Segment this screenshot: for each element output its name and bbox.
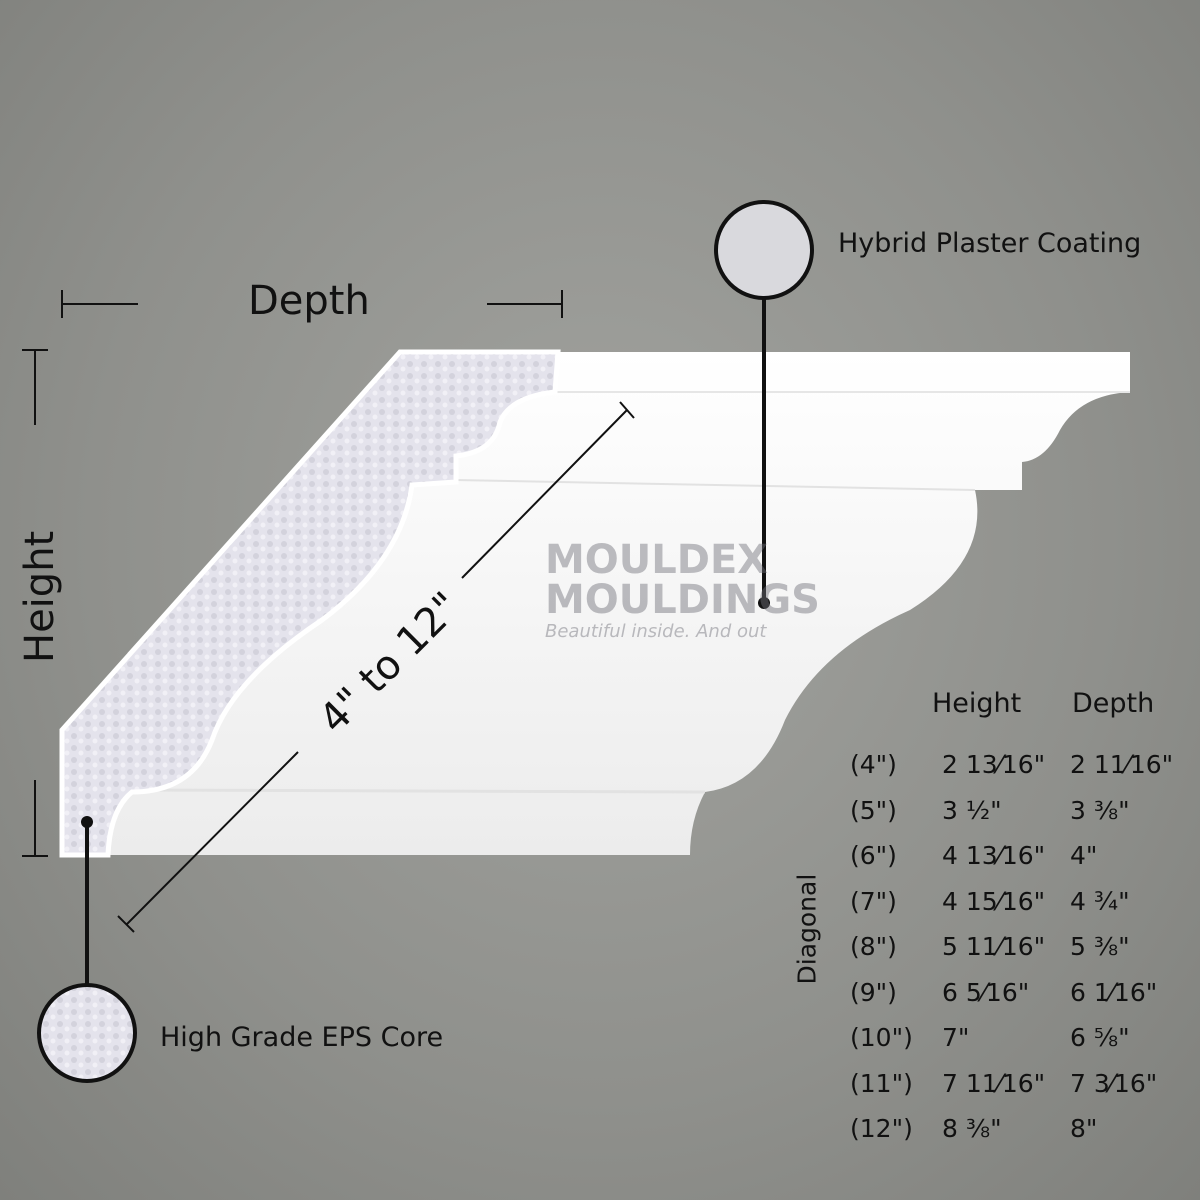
cell-height: 5 11⁄16" <box>942 932 1046 961</box>
depth-label: Depth <box>248 278 370 324</box>
table-row: (11") 7 11⁄16" 7 3⁄16" <box>850 1064 1170 1104</box>
cell-diagonal: (12") <box>850 1114 913 1143</box>
diagonal-axis-label: Diagonal <box>792 873 822 985</box>
table-row: (7") 4 15⁄16" 4 ¾" <box>850 882 1170 922</box>
cell-diagonal: (8") <box>850 932 897 961</box>
watermark-line2: MOULDINGS <box>545 577 820 623</box>
table-row: (5") 3 ½" 3 ⅜" <box>850 791 1170 831</box>
table-row: (12") 8 ⅜" 8" <box>850 1109 1170 1149</box>
cell-depth: 3 ⅜" <box>1070 795 1130 825</box>
table-row: (9") 6 5⁄16" 6 1⁄16" <box>850 973 1170 1013</box>
coating-label: Hybrid Plaster Coating <box>838 228 1142 259</box>
cell-depth: 4" <box>1070 841 1098 870</box>
depth-dimension-line <box>61 290 563 318</box>
watermark-logo: MOULDEX MOULDINGS Beautiful inside. And … <box>545 540 820 644</box>
table-row: (8") 5 11⁄16" 5 ⅜" <box>850 927 1170 967</box>
cell-depth: 6 ⅝" <box>1070 1023 1130 1052</box>
cell-diagonal: (11") <box>850 1068 913 1098</box>
diagonal-dimension-line <box>117 401 635 933</box>
cell-height: 7" <box>942 1023 970 1052</box>
cell-depth: 6 1⁄16" <box>1070 977 1158 1007</box>
table-row: (6") 4 13⁄16" 4" <box>850 836 1170 876</box>
cell-height: 3 ½" <box>942 795 1002 825</box>
cell-height: 4 13⁄16" <box>942 841 1046 870</box>
height-dimension-line <box>22 349 48 857</box>
table-row: (4") 2 13⁄16" 2 11⁄16" <box>850 745 1174 785</box>
coating-callout <box>714 200 814 609</box>
cell-depth: 2 11⁄16" <box>1070 750 1174 779</box>
cell-height: 4 15⁄16" <box>942 886 1046 916</box>
watermark-tagline: Beautiful inside. And out <box>545 621 767 642</box>
cell-diagonal: (10") <box>850 1023 913 1052</box>
cell-height: 2 13⁄16" <box>942 750 1046 779</box>
core-label: High Grade EPS Core <box>160 1022 444 1053</box>
cell-diagonal: (7") <box>850 886 897 916</box>
cell-height: 6 5⁄16" <box>942 977 1030 1007</box>
cell-depth: 8" <box>1070 1114 1098 1143</box>
cell-height: 7 11⁄16" <box>942 1068 1046 1098</box>
cell-diagonal: (4") <box>850 750 897 779</box>
cell-depth: 4 ¾" <box>1070 886 1130 916</box>
eps-core-section <box>59 349 561 858</box>
cell-depth: 7 3⁄16" <box>1070 1068 1158 1098</box>
table-header-depth: Depth <box>1072 688 1155 719</box>
watermark-line1: MOULDEX <box>545 537 769 583</box>
cell-depth: 5 ⅜" <box>1070 932 1130 961</box>
cell-diagonal: (5") <box>850 795 897 825</box>
cell-diagonal: (9") <box>850 977 897 1007</box>
core-callout <box>37 816 137 1083</box>
cell-diagonal: (6") <box>850 841 897 870</box>
cell-height: 8 ⅜" <box>942 1114 1002 1143</box>
height-label: Height <box>17 530 63 663</box>
table-header-height: Height <box>932 688 1022 719</box>
table-row: (10") 7" 6 ⅝" <box>850 1018 1170 1058</box>
